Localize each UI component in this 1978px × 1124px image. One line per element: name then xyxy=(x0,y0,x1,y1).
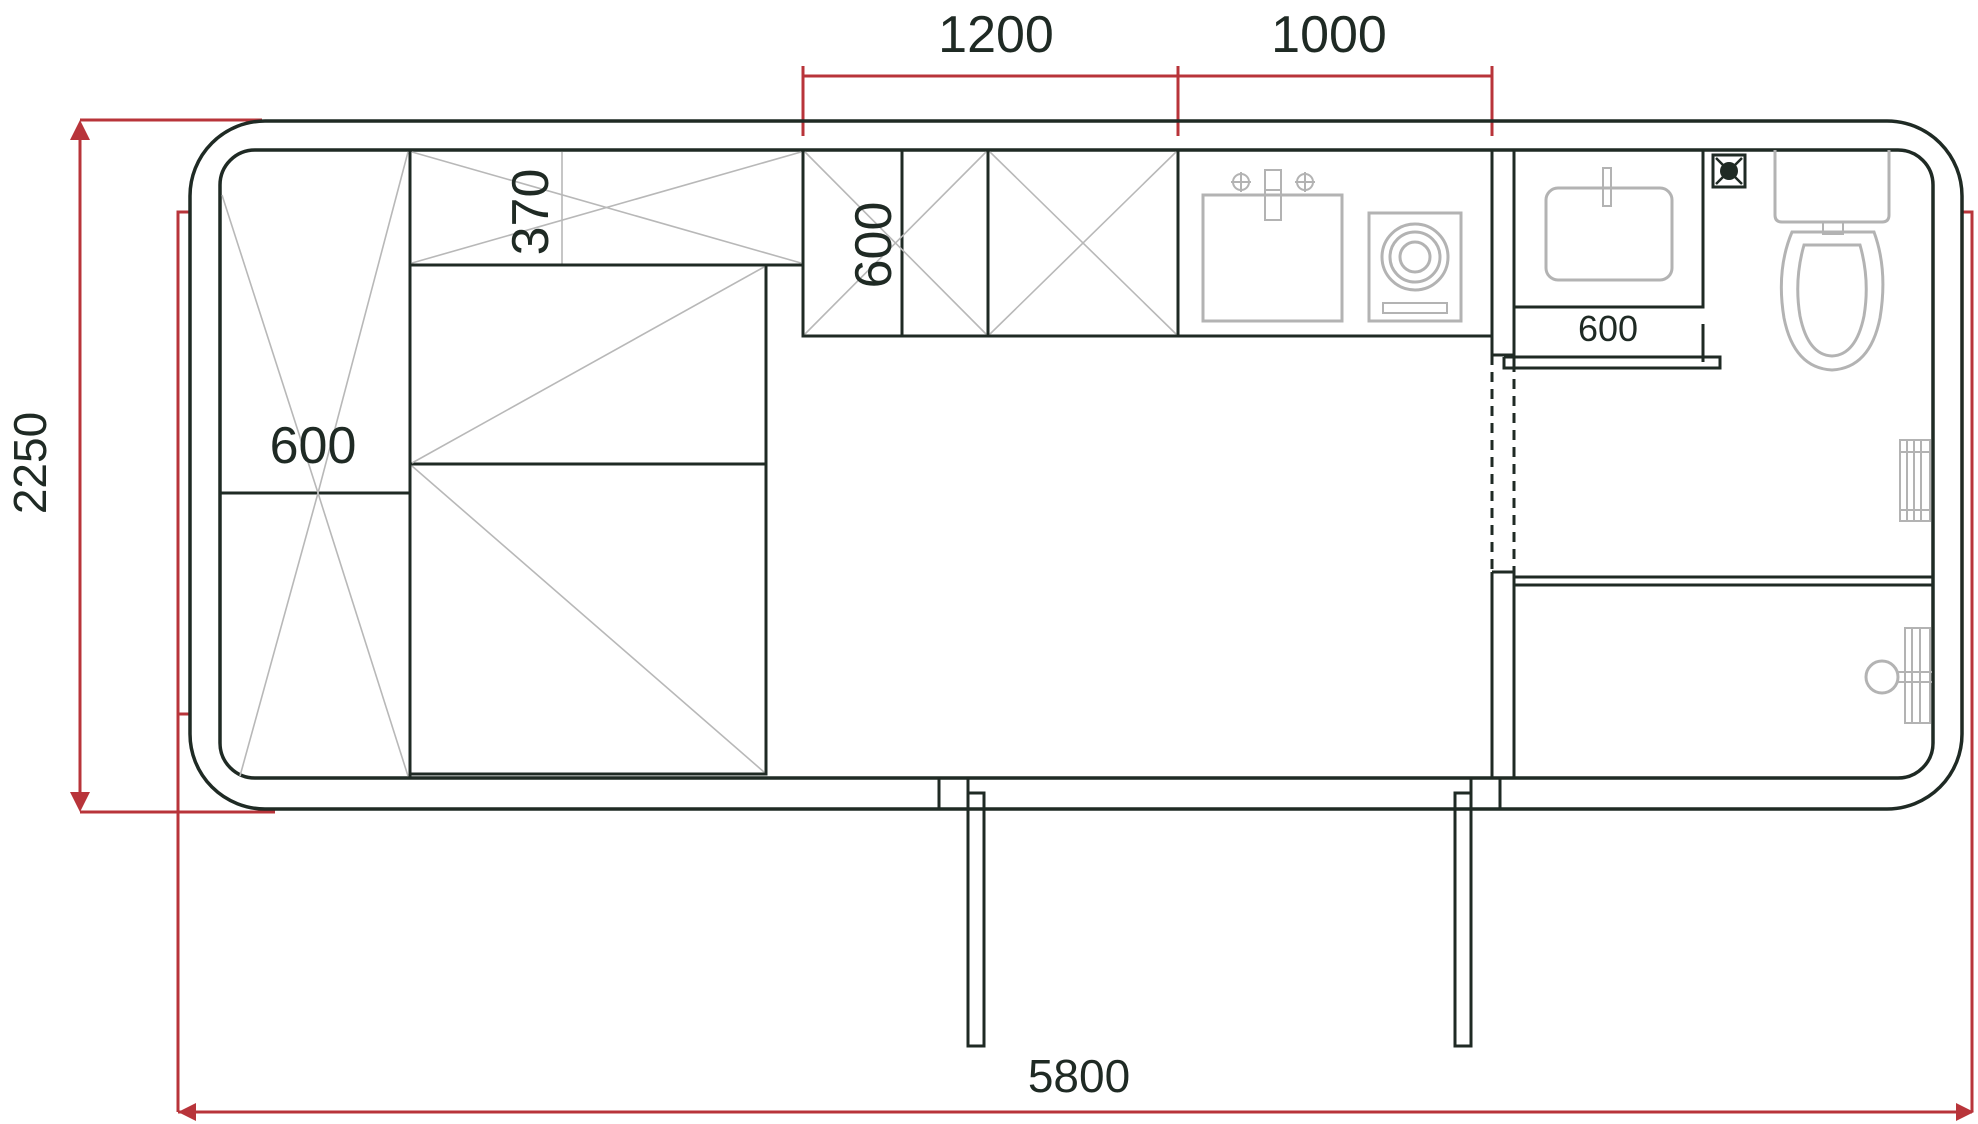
outer-wall xyxy=(188,119,1964,811)
kitchen-dimension-label-b: 1000 xyxy=(1271,6,1387,64)
entrance xyxy=(937,776,1502,1048)
bed-diagonal-1 xyxy=(411,266,765,464)
width-arrow-top xyxy=(70,120,90,140)
toilet-icon xyxy=(1773,150,1891,372)
length-arrow-right xyxy=(1956,1103,1974,1121)
bench-diagonal-2 xyxy=(317,151,409,494)
stove-icon xyxy=(1367,211,1463,323)
dimension-lines xyxy=(70,66,1974,1121)
vent-cross-2 xyxy=(1715,157,1743,185)
cabinet-diagonal-4 xyxy=(989,151,1177,335)
toilet-tank xyxy=(1773,150,1891,224)
bed-outline xyxy=(408,263,768,776)
shower-icon xyxy=(1864,627,1932,724)
stove-burner-outer xyxy=(1380,222,1450,292)
kitchen-counter xyxy=(801,148,1494,338)
stove-body xyxy=(1367,211,1463,323)
deck-leg-left xyxy=(966,791,986,1048)
width-dimension-label: 2250 xyxy=(4,412,56,514)
bed-diagonal-2 xyxy=(411,465,765,773)
stove-burner-inner xyxy=(1398,240,1432,274)
washbasin-faucet xyxy=(1602,167,1612,207)
toilet-neck xyxy=(1822,221,1844,235)
bed-block xyxy=(408,263,768,776)
width-arrow-bottom xyxy=(70,792,90,812)
shelf-diagonal-2 xyxy=(411,151,802,264)
washbasin-bowl xyxy=(1544,186,1674,282)
cabinet-depth-label: 600 xyxy=(845,202,903,289)
bath-counter-rail xyxy=(1502,355,1722,370)
stove-control-strip xyxy=(1382,302,1448,314)
vent-frame xyxy=(1711,153,1747,189)
kitchen-cabinets xyxy=(801,148,1494,338)
dimension-labels: 1200 1000 5800 2250 600 370 600 600 xyxy=(4,6,1638,1102)
shower-panel xyxy=(1904,627,1931,724)
bath-counter-depth-label: 600 xyxy=(1578,308,1638,349)
bench-diagonal-3 xyxy=(239,492,319,777)
radiator-icon xyxy=(1899,439,1931,522)
kitchen-dimension-label-a: 1200 xyxy=(938,6,1054,64)
bench-diagonal-4 xyxy=(317,492,409,777)
sink-faucet xyxy=(1264,169,1282,221)
bench-depth-label: 600 xyxy=(270,417,357,475)
vent-icon xyxy=(1711,153,1747,189)
cabinet-diagonal-2 xyxy=(804,151,987,335)
sink-basin xyxy=(1201,193,1344,323)
toilet-bowl-inner xyxy=(1796,243,1868,358)
toilet-bowl-outer xyxy=(1779,230,1885,372)
length-extension-right xyxy=(1962,210,1974,1112)
length-dimension-label: 5800 xyxy=(1028,1050,1130,1102)
shelf-depth-label: 370 xyxy=(502,169,560,256)
bath-counter-edge xyxy=(1514,150,1705,309)
washbasin-icon xyxy=(1544,167,1674,282)
length-extension-left xyxy=(176,210,190,1112)
shower-head xyxy=(1864,659,1900,695)
length-arrow-left xyxy=(178,1103,196,1121)
deck-leg-right xyxy=(1453,791,1473,1048)
bench-diagonal-1 xyxy=(221,194,319,494)
bathroom-partition xyxy=(1490,150,1933,778)
stove-burner-middle xyxy=(1388,230,1442,284)
bath-counter xyxy=(1502,150,1722,370)
top-shelf xyxy=(410,151,803,267)
sink-icon xyxy=(1201,169,1344,323)
